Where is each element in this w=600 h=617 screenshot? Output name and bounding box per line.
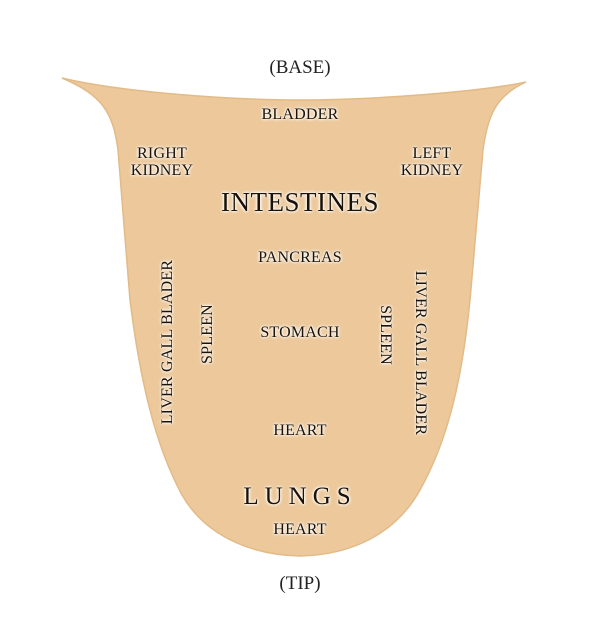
left-kidney-label: LEFT KIDNEY (382, 145, 482, 180)
tongue-shape (61, 77, 527, 557)
left-kidney-line-1: LEFT (412, 145, 452, 162)
right-kidney-line-1: RIGHT (137, 145, 187, 162)
right-spleen-label: SPLEEN (377, 305, 394, 365)
intestines-label: INTESTINES (221, 187, 379, 217)
lungs-label: LUNGS (243, 483, 357, 510)
heart-tip-label: HEART (273, 521, 327, 538)
bladder-label: BLADDER (261, 106, 339, 123)
stomach-label: STOMACH (260, 324, 340, 341)
left-kidney-line-2: KIDNEY (400, 161, 464, 179)
heart-center-label: HEART (273, 422, 327, 439)
right-kidney-label: RIGHT KIDNEY (112, 145, 212, 180)
pancreas-label: PANCREAS (258, 249, 342, 266)
left-liver-gall-bladder-label: LIVER GALL BLADER (159, 259, 176, 425)
base-label: (BASE) (269, 57, 331, 78)
tip-label: (TIP) (279, 573, 321, 594)
left-spleen-label: SPLEEN (199, 304, 216, 364)
right-liver-gall-bladder-label: LIVER GALL BLADER (412, 270, 429, 436)
right-kidney-line-2: KIDNEY (130, 161, 194, 179)
